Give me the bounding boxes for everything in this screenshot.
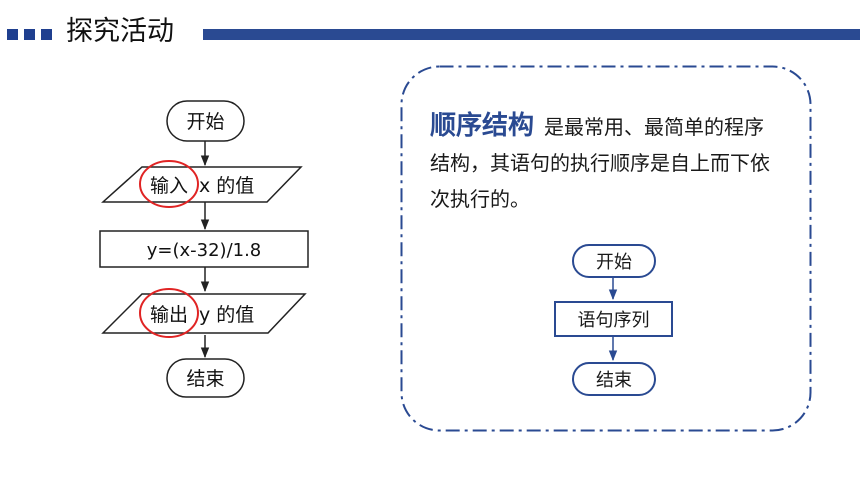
header-square-2	[24, 29, 35, 40]
info-card-border	[400, 65, 812, 432]
header-square-1	[7, 29, 18, 40]
conversion-flowchart: 开始 输入 x 的值 y=(x-32)/1.8 输出 y 的值 结束	[99, 100, 309, 398]
input-keyword: 输入	[150, 175, 188, 197]
start-label: 开始	[186, 111, 224, 133]
output-parallelogram	[101, 293, 307, 334]
process-formula: y=(x-32)/1.8	[147, 240, 262, 261]
term-highlight: 顺序结构	[430, 111, 535, 141]
sequence-flowchart: 开始 语句序列 结束	[554, 244, 673, 396]
output-keyword: 输出	[150, 304, 188, 326]
output-variable: y 的值	[199, 304, 254, 326]
end-terminal	[166, 358, 245, 398]
header-square-3	[41, 29, 52, 40]
end-label: 结束	[186, 368, 224, 390]
mini-end-label: 结束	[596, 370, 632, 391]
mini-start-label: 开始	[596, 252, 632, 273]
section-title: 探究活动	[66, 16, 174, 47]
mini-start-terminal	[572, 244, 656, 278]
input-variable: x 的值	[199, 175, 254, 197]
mini-end-terminal	[572, 362, 656, 396]
output-highlight-circle	[139, 288, 199, 338]
input-parallelogram	[101, 166, 303, 203]
process-box	[99, 230, 309, 268]
info-text: 顺序结构是最常用、最简单的程序结构，其语句的执行顺序是自上而下依次执行的。	[430, 108, 780, 217]
dash-dot-border	[400, 65, 812, 432]
start-terminal	[166, 100, 245, 142]
mini-statement-box	[554, 301, 673, 337]
mini-statement-label: 语句序列	[578, 310, 650, 331]
header-bar	[203, 29, 860, 40]
term-description: 是最常用、最简单的程序结构，其语句的执行顺序是自上而下依次执行的。	[430, 115, 770, 211]
input-highlight-circle	[139, 160, 199, 208]
